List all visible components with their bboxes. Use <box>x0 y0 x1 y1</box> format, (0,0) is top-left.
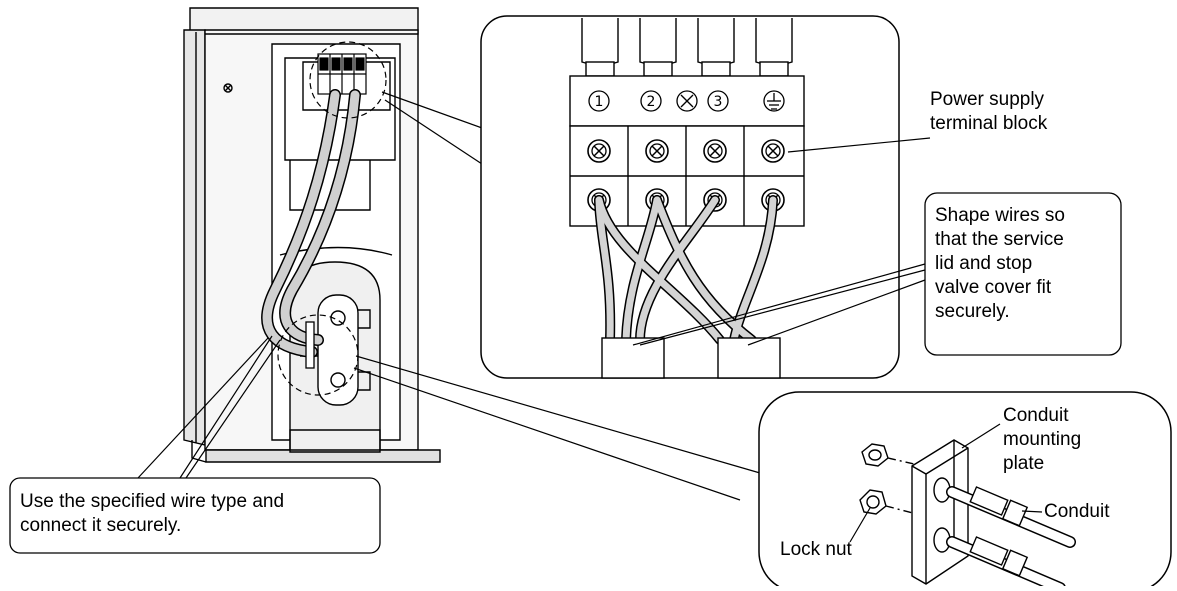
conduit-mounting-plate <box>911 439 969 585</box>
conduit-label: Conduit <box>1044 501 1110 522</box>
shape-wires-leaders <box>632 263 926 346</box>
terminal-number-1: 1 <box>595 94 604 110</box>
wire-type-callout <box>9 477 381 554</box>
power-supply-terminal-block-label: Power supply terminal block <box>930 89 1048 134</box>
screw-icon <box>761 139 785 163</box>
screw-icon <box>645 139 669 163</box>
terminal-zoom-circle <box>309 41 387 119</box>
zoom-leaders <box>353 91 761 501</box>
ground-icon <box>763 90 785 112</box>
unit-terminal-block <box>317 53 367 95</box>
terminal-number-3: 3 <box>714 94 723 110</box>
terminal-numbers: 1 2 3 <box>588 90 785 112</box>
screw-icon <box>587 139 611 163</box>
screw-icon <box>703 139 727 163</box>
terminal-label-leader <box>787 137 931 153</box>
terminal-cross-icon <box>676 90 698 112</box>
wire-type-text: Use the specified wire type and connect … <box>20 491 285 536</box>
terminal-number-2: 2 <box>647 94 656 110</box>
wire-type-leaders <box>137 335 281 479</box>
terminal-wires <box>594 195 778 345</box>
outdoor-unit <box>183 7 441 463</box>
shape-wires-callout <box>924 192 1122 356</box>
conduit-label-leaders <box>849 423 1043 543</box>
unit-conduit-plate <box>305 321 315 369</box>
conduit-zoom-circle <box>277 314 359 396</box>
lock-nuts <box>859 443 941 521</box>
conduit-mounting-plate-label: Conduit mounting plate <box>1003 405 1082 474</box>
shape-wires-text: Shape wires so that the service lid and … <box>935 205 1065 322</box>
conduits <box>946 486 1076 591</box>
lock-nut-label: Lock nut <box>780 539 852 560</box>
